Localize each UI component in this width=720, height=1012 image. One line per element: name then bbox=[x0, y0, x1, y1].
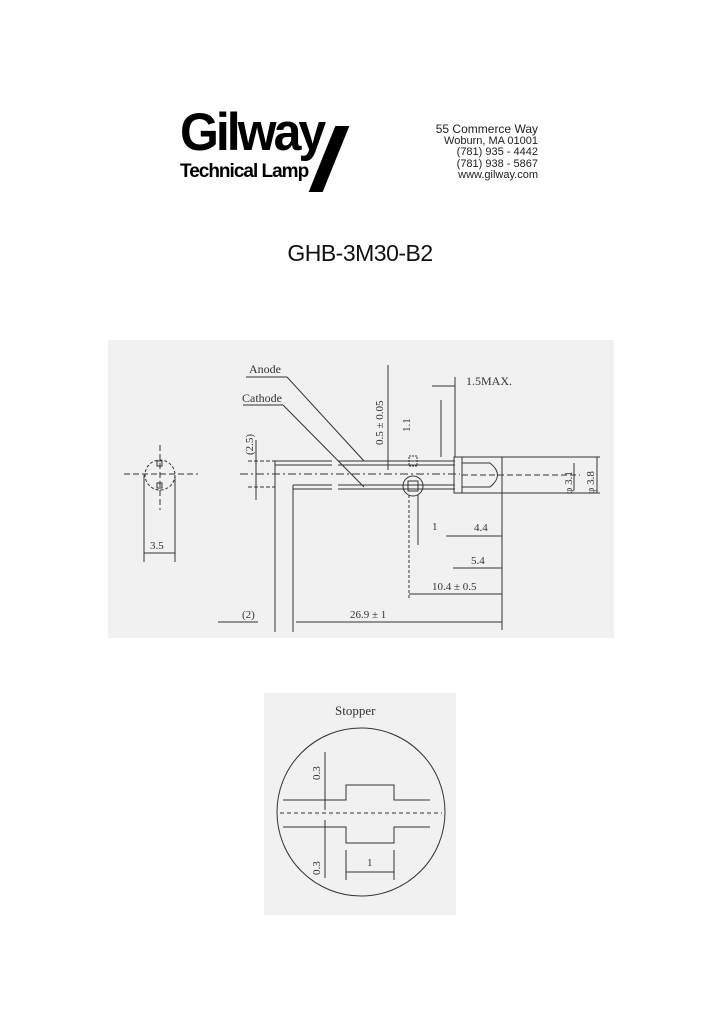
dim-lead-spacing: (2.5) bbox=[244, 434, 256, 455]
address-phone: (781) 935 - 4442 bbox=[456, 146, 538, 158]
address-city: Woburn, MA 01001 bbox=[444, 134, 538, 147]
stopper-dim-top: 0.3 bbox=[311, 766, 323, 780]
dim-inner-dia: φ 3.1 bbox=[563, 471, 575, 494]
dim-total-len: 26.9 ± 1 bbox=[350, 609, 386, 621]
dim-lead-bend: 10.4 ± 0.5 bbox=[432, 581, 477, 593]
dim-lead-offset: 1.1 bbox=[401, 418, 413, 432]
anode-label: Anode bbox=[249, 362, 281, 376]
dim-side-width: 3.5 bbox=[150, 540, 164, 552]
side-view bbox=[124, 445, 198, 562]
stopper-title: Stopper bbox=[335, 703, 376, 718]
leads bbox=[240, 440, 460, 632]
address-street: 55 Commerce Way bbox=[435, 122, 538, 136]
stopper-diagram bbox=[276, 727, 446, 897]
logo-brand: Gilway bbox=[180, 102, 326, 162]
dim-outer-dia: φ 3.8 bbox=[585, 471, 597, 494]
address-website: www.gilway.com bbox=[458, 169, 538, 181]
dim-lead-square: 0.5 ± 0.05 bbox=[374, 400, 386, 445]
logo-subtitle: Technical Lamp bbox=[180, 161, 309, 182]
dim-stopper-pos: 5.4 bbox=[471, 555, 485, 567]
company-address: 55 Commerce Way Woburn, MA 01001 (781) 9… bbox=[420, 122, 538, 182]
dim-flange-max: 1.5MAX. bbox=[466, 374, 512, 388]
lamp-body bbox=[402, 455, 600, 497]
address-fax: (781) 938 - 5867 bbox=[456, 157, 538, 170]
stopper-panel bbox=[264, 693, 456, 915]
dim-stopper-gap: 1 bbox=[432, 521, 438, 533]
stopper-dim-width: 1 bbox=[367, 857, 373, 869]
stopper-dim-bottom: 0.3 bbox=[311, 861, 323, 875]
cathode-label: Cathode bbox=[242, 391, 282, 405]
dim-body-len: 4.4 bbox=[474, 522, 488, 534]
dim-bend-gap: (2) bbox=[242, 609, 255, 621]
part-number-title: GHB-3M30-B2 bbox=[287, 240, 433, 266]
company-logo: Gilway Technical Lamp bbox=[180, 103, 360, 192]
